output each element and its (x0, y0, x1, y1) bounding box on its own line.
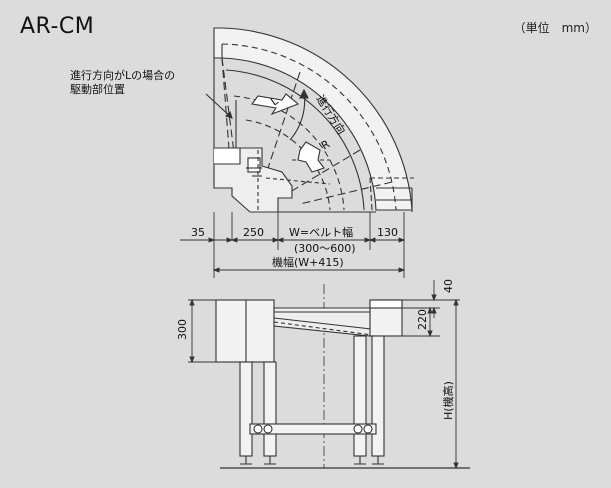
top-view-curved-conveyor (205, 27, 414, 213)
dim-220: 220 (416, 309, 429, 330)
direction-arrow-L (251, 93, 300, 116)
dim-35: 35 (191, 226, 205, 239)
drive-note-line2: 駆動部位置 (70, 82, 125, 96)
dim-height: H(機高) (441, 381, 455, 420)
direction-label-R: R (319, 137, 332, 152)
dim-belt-range: (300〜600) (294, 242, 356, 255)
model-title: AR-CM (20, 14, 95, 39)
side-view-conveyor (215, 284, 470, 469)
direction-arrow-R (297, 141, 325, 173)
dim-40: 40 (442, 279, 455, 293)
side-view-dimensions (188, 280, 460, 470)
dim-machine-width: 機幅(W+415) (272, 255, 344, 269)
drive-note-line1: 進行方向がLの場合の (70, 68, 175, 82)
top-view-dimensions (180, 212, 406, 278)
dim-belt-width: W=ベルト幅 (289, 226, 353, 239)
unit-note: （単位 mm） (513, 21, 597, 35)
dim-250: 250 (243, 226, 264, 239)
dim-300: 300 (176, 319, 189, 340)
dim-130: 130 (377, 226, 398, 239)
